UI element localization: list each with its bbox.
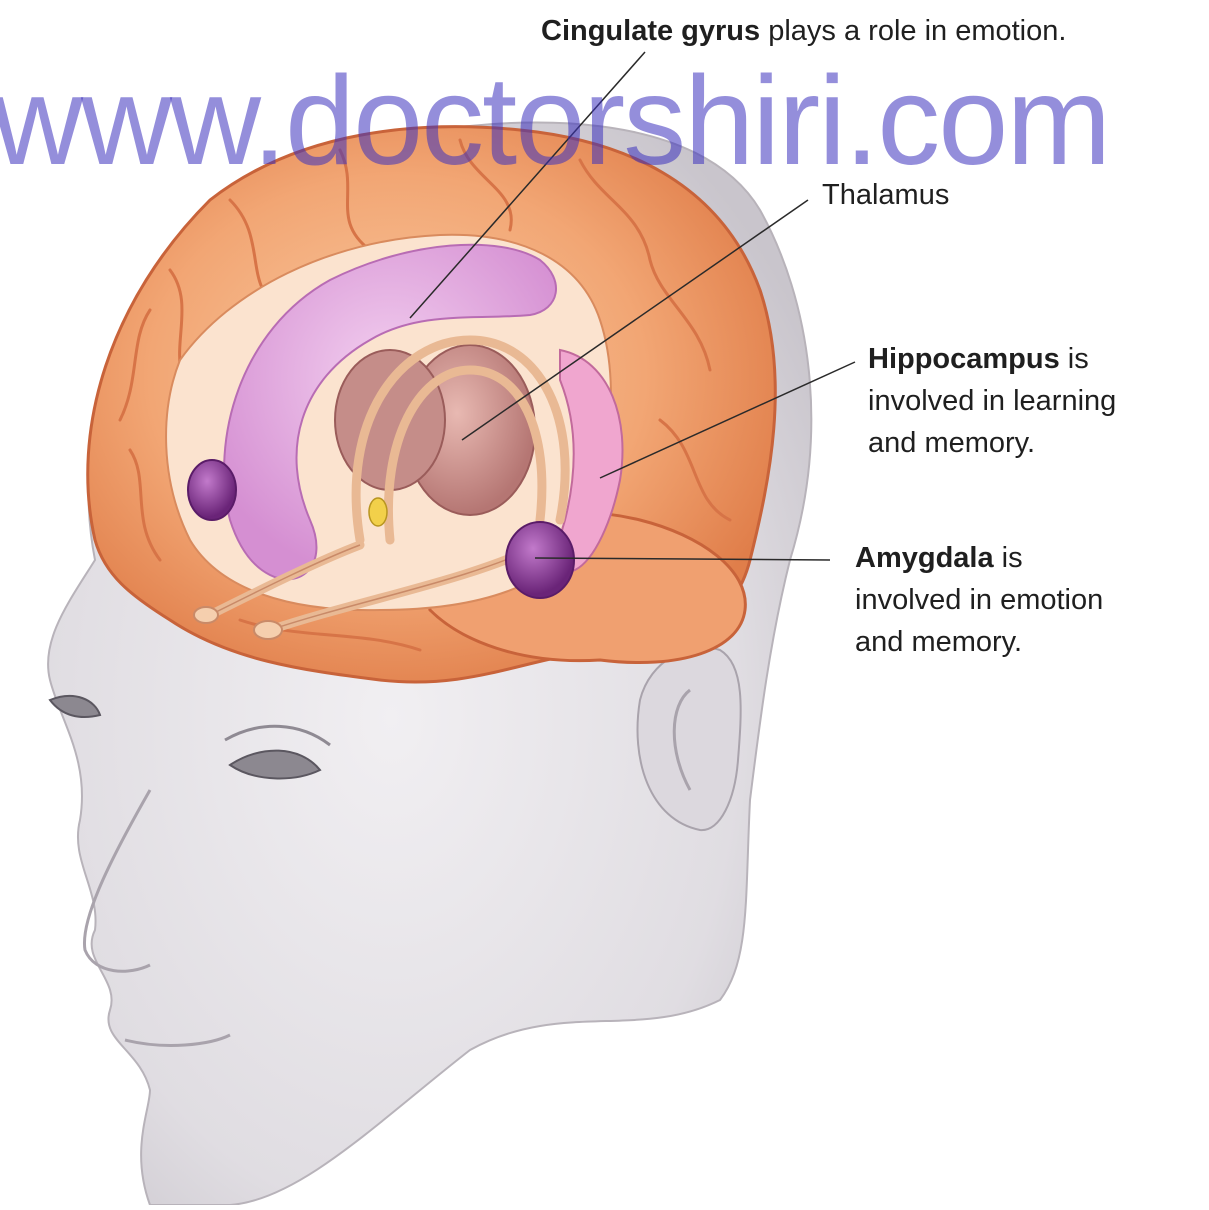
hippocampus-line3: and memory. bbox=[868, 422, 1116, 464]
amygdala-line3: and memory. bbox=[855, 621, 1103, 663]
amygdala-line2: involved in emotion bbox=[855, 579, 1103, 621]
hippocampus-is: is bbox=[1060, 343, 1089, 375]
thalamus-label: Thalamus bbox=[822, 174, 949, 216]
amygdala-is: is bbox=[994, 542, 1023, 574]
cingulate-label: Cingulate gyrus plays a role in emotion. bbox=[541, 10, 1066, 52]
hippocampus-label: Hippocampus is involved in learning and … bbox=[868, 338, 1116, 464]
front-nucleus bbox=[188, 460, 236, 520]
amygdala-label: Amygdala is involved in emotion and memo… bbox=[855, 537, 1103, 663]
thalamus-term: Thalamus bbox=[822, 179, 949, 211]
watermark-text: www.doctorshiri.com bbox=[0, 58, 1109, 184]
cingulate-desc: plays a role in emotion. bbox=[760, 15, 1066, 47]
cingulate-term: Cingulate gyrus bbox=[541, 15, 760, 47]
hippocampus-line2: involved in learning bbox=[868, 380, 1116, 422]
amygdala-term: Amygdala bbox=[855, 542, 994, 574]
amygdala bbox=[506, 522, 574, 598]
hippocampus-term: Hippocampus bbox=[868, 343, 1060, 375]
